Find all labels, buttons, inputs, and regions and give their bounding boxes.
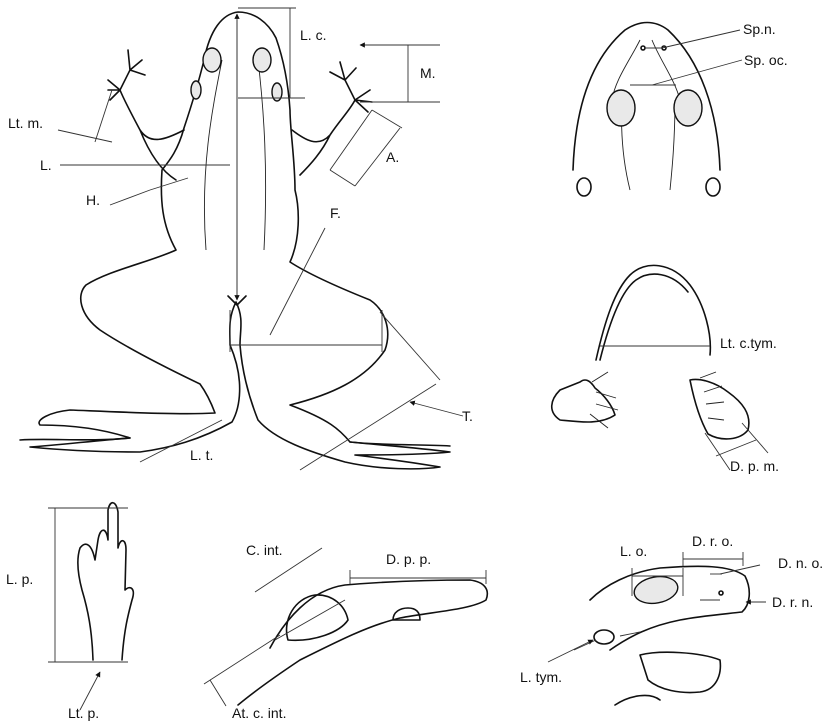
leader-spoc — [652, 60, 742, 85]
label-ltym: L. tym. — [520, 669, 562, 685]
lateral-head-view — [204, 548, 487, 706]
side-head-view — [548, 552, 766, 705]
dim-cint — [255, 548, 345, 640]
leader-ltym — [548, 640, 593, 662]
label-cint: C. int. — [246, 542, 283, 558]
head-tympanum-right — [706, 178, 720, 196]
label-lo: L. o. — [620, 543, 647, 559]
label-h: H. — [86, 192, 100, 208]
label-ltctym: Lt. c.tym. — [720, 335, 777, 351]
label-ltm: Lt. m. — [8, 115, 43, 131]
dim-femur — [230, 310, 382, 352]
dim-dro — [683, 552, 743, 566]
dim-ltym — [574, 632, 640, 650]
dim-tibia — [300, 312, 440, 470]
frog-dorsal-view — [20, 8, 463, 470]
fold-left — [204, 60, 222, 250]
label-dpm: D. p. m. — [730, 458, 779, 474]
lateral-outline — [238, 580, 487, 705]
hand-outline — [78, 503, 133, 660]
frog-body-outline — [30, 12, 450, 469]
left-hand — [552, 380, 615, 422]
label-f: F. — [330, 205, 341, 221]
leader-f — [270, 228, 325, 335]
label-ltp: Lt. p. — [68, 705, 99, 721]
dim-head-length — [238, 8, 305, 98]
right-hand — [690, 380, 749, 439]
dim-ltm — [95, 90, 112, 142]
head-tympanum-left — [577, 178, 591, 196]
label-a: A. — [386, 149, 399, 165]
side-foreleg — [640, 652, 720, 692]
hand-view — [48, 503, 133, 710]
label-m: M. — [420, 65, 436, 81]
label-dno: D. n. o. — [778, 555, 823, 571]
eye-right — [253, 48, 271, 72]
label-spn: Sp.n. — [743, 21, 776, 37]
label-atcint: At. c. int. — [232, 705, 286, 721]
nostril-left — [641, 46, 645, 50]
side-tympanum — [594, 630, 614, 644]
leader-spn — [662, 30, 740, 48]
label-dpp: D. p. p. — [386, 551, 431, 567]
dim-atcint — [204, 635, 280, 706]
head-ventral-view — [552, 265, 768, 470]
left-toes — [20, 438, 130, 440]
fold-right — [258, 60, 266, 250]
dim-h — [150, 178, 188, 190]
tympanum-left — [191, 81, 201, 99]
label-drn: D. r. n. — [772, 594, 813, 610]
left-arm — [108, 50, 184, 180]
right-hand-fingers — [700, 372, 724, 420]
side-nostril — [719, 591, 723, 595]
lateral-gland — [287, 595, 348, 640]
ventral-jaw-inner — [600, 274, 688, 360]
leader-ltm — [58, 130, 112, 142]
right-arm — [292, 62, 372, 175]
side-eye — [632, 573, 680, 606]
head-eye-right — [674, 90, 702, 126]
right-toes — [350, 442, 450, 446]
label-spoc: Sp. oc. — [744, 52, 788, 68]
dim-lp — [48, 508, 128, 662]
head-eye-left — [607, 90, 635, 126]
label-lc: L. c. — [300, 27, 326, 43]
label-dro: D. r. o. — [692, 533, 733, 549]
side-jaw — [615, 695, 660, 705]
leader-t — [410, 402, 463, 416]
label-l: L. — [40, 157, 52, 173]
eye-left — [203, 48, 221, 72]
head-dorsal-view — [573, 23, 742, 197]
dim-dpp — [350, 570, 486, 584]
label-t: T. — [462, 408, 473, 424]
label-lt: L. t. — [190, 447, 213, 463]
label-lp: L. p. — [6, 571, 33, 587]
leader-h — [110, 190, 150, 205]
